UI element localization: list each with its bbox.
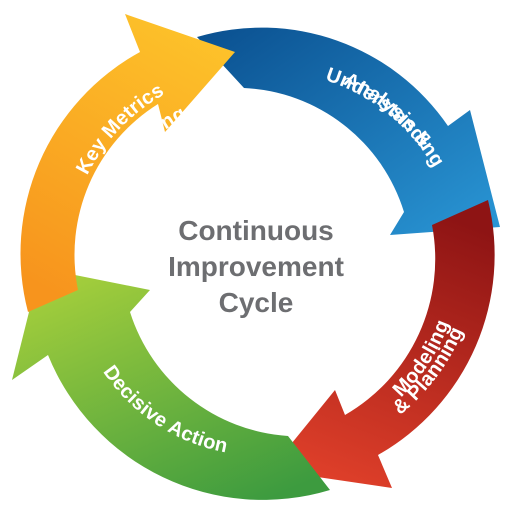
center-title-line-3: Cycle <box>219 287 294 318</box>
center-title-line-2: Improvement <box>168 251 344 282</box>
segment-analysis-arrow <box>197 27 500 235</box>
segment-metrics-arrow <box>20 14 235 312</box>
segment-modeling-arrow <box>270 200 495 488</box>
center-title-line-1: Continuous <box>178 215 334 246</box>
segment-decisive-arrow <box>12 268 330 500</box>
